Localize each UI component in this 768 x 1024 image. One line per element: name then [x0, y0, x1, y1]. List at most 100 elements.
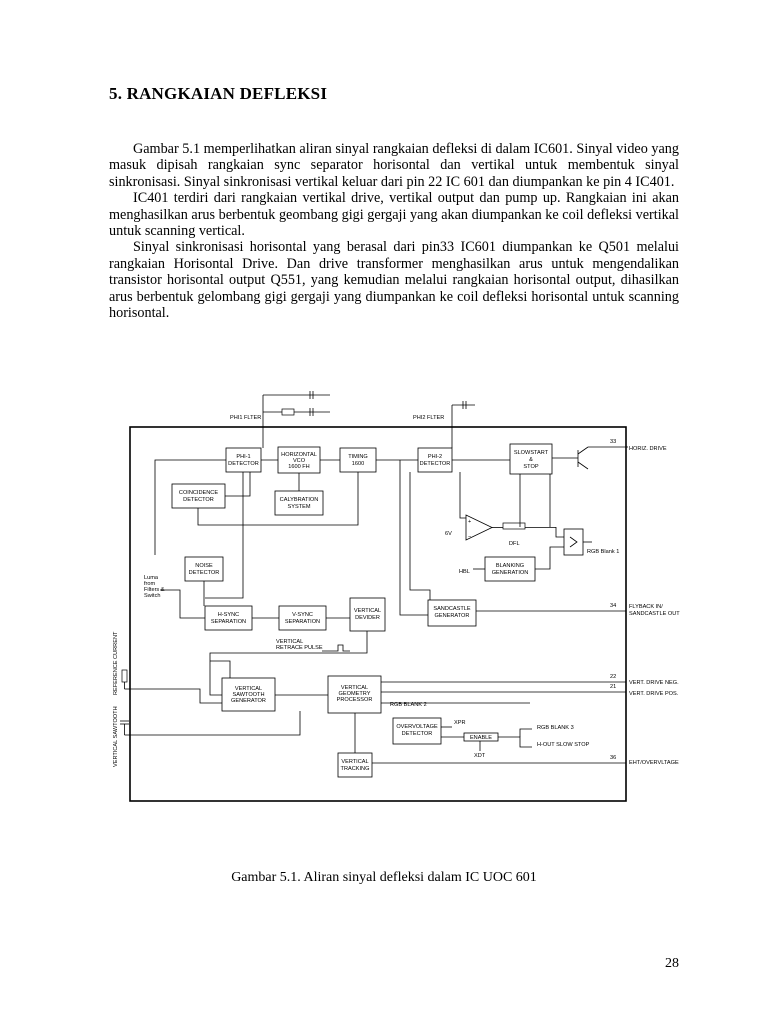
- svg-text:+: +: [468, 519, 471, 525]
- diagram-svg: PHI1 FLTER PHI2 FLTER PHI-1 DETECTOR HOR…: [113, 391, 680, 802]
- svg-text:VERTICAL: VERTICAL: [354, 608, 381, 614]
- figure-caption: Gambar 5.1. Aliran sinyal defleksi dalam…: [231, 870, 537, 885]
- phi1-detector-block: PHI-1 DETECTOR: [225, 447, 262, 473]
- svg-text:COINCIDENCE: COINCIDENCE: [179, 490, 218, 496]
- svg-text:SAWTOOTH: SAWTOOTH: [232, 692, 264, 698]
- svg-text:CALYBRATION: CALYBRATION: [280, 497, 319, 503]
- svg-text:GENERATOR: GENERATOR: [231, 698, 266, 704]
- comparator-symbol: + −: [465, 514, 556, 541]
- svg-text:ENABLE: ENABLE: [470, 735, 492, 741]
- vert-drive-pos-output: VERT. DRIVE POS.: [629, 691, 679, 697]
- pin-34-label: 34: [610, 603, 616, 609]
- svg-text:1600 FH: 1600 FH: [288, 464, 309, 470]
- signal-lines: [130, 427, 592, 753]
- svg-text:−: −: [468, 534, 471, 540]
- xdt-label: XDT: [474, 753, 486, 759]
- svg-text:GENERATOR: GENERATOR: [435, 613, 470, 619]
- svg-text:RETRACE PULSE: RETRACE PULSE: [276, 645, 323, 651]
- reference-current-label: REFERENCE CURRENT: [113, 631, 119, 695]
- rgb-blank2-label: RGB BLANK 2: [390, 702, 427, 708]
- rgb-blank1-label: RGB Blank 1: [587, 549, 619, 555]
- horiz-drive-output: HORIZ. DRIVE: [629, 446, 667, 452]
- svg-text:DETECTOR: DETECTOR: [189, 570, 220, 576]
- paragraph-3: Sinyal sinkronisasi horisontal yang bera…: [109, 239, 679, 322]
- luma-input-label: Luma from Filters & Switch: [144, 575, 165, 599]
- vertical-sawtooth-generator-block: VERTICAL SAWTOOTH GENERATOR: [221, 677, 276, 712]
- or-gate-symbol: [563, 528, 584, 556]
- rgb-blank3-label: RGB BLANK 3: [537, 725, 574, 731]
- svg-text:DEVIDER: DEVIDER: [355, 615, 380, 621]
- phi2-filter-label: PHI2 FLTER: [413, 415, 444, 421]
- svg-text:Switch: Switch: [144, 593, 160, 599]
- xpr-label: XPR: [454, 720, 466, 726]
- eht-overvoltage-output: EHT/OVERVLTAGE: [629, 760, 679, 766]
- svg-text:VERTICAL: VERTICAL: [235, 686, 262, 692]
- svg-text:H-SYNC: H-SYNC: [218, 612, 239, 618]
- sandcastle-generator-block: SANDCASTLE GENERATOR: [427, 599, 477, 627]
- svg-text:SLOWSTART: SLOWSTART: [514, 450, 549, 456]
- vert-drive-neg-output: VERT. DRIVE NEG.: [629, 680, 679, 686]
- svg-text:VCO: VCO: [293, 458, 306, 464]
- vertical-retrace-label: VERTICAL RETRACE PULSE: [276, 639, 350, 652]
- page-number: 28: [665, 956, 679, 971]
- phi2-detector-block: PHI-2 DETECTOR: [417, 447, 453, 473]
- body-text: Gambar 5.1 memperlihatkan aliran sinyal …: [109, 141, 679, 321]
- vertical-divider-block: VERTICAL DEVIDER: [349, 597, 386, 632]
- svg-text:DETECTOR: DETECTOR: [228, 461, 259, 467]
- svg-text:VERTICAL: VERTICAL: [276, 639, 303, 645]
- dfl-label: DFL: [509, 541, 520, 547]
- svg-text:from: from: [144, 581, 156, 587]
- deflection-block-diagram: PHI1 FLTER PHI2 FLTER PHI-1 DETECTOR HOR…: [100, 385, 690, 815]
- ic-outline: [129, 426, 627, 802]
- svg-text:PROCESSOR: PROCESSOR: [337, 697, 373, 703]
- slowstart-stop-block: SLOWSTART & STOP: [509, 443, 553, 475]
- phi2-filter-network: [451, 401, 475, 427]
- horizontal-transistor-symbol: [552, 446, 626, 470]
- vertical-geometry-processor-block: VERTICAL GEOMETRY PROCESSOR: [327, 675, 382, 714]
- svg-text:BLANKING: BLANKING: [496, 563, 524, 569]
- svg-text:VERTICAL: VERTICAL: [341, 685, 368, 691]
- blanking-generation-block: BLANKING GENERATION: [484, 556, 536, 582]
- svg-text:&: &: [529, 457, 533, 463]
- svg-text:OVERVOLTAGE: OVERVOLTAGE: [396, 724, 438, 730]
- vertical-tracking-block: VERTICAL TRACKING: [337, 752, 373, 778]
- svg-text:NOISE: NOISE: [195, 563, 213, 569]
- svg-text:TRACKING: TRACKING: [341, 766, 370, 772]
- svg-text:SEPARATION: SEPARATION: [285, 619, 320, 625]
- svg-text:Filters &: Filters &: [144, 587, 165, 593]
- vsync-separation-block: V-SYNC SEPARATION: [278, 605, 327, 631]
- svg-text:HORIZONTAL: HORIZONTAL: [281, 452, 317, 458]
- pin-21-label: 21: [610, 684, 616, 690]
- svg-text:VERTICAL: VERTICAL: [341, 759, 368, 765]
- noise-detector-block: NOISE DETECTOR: [184, 556, 224, 582]
- svg-text:TIMING: TIMING: [348, 454, 368, 460]
- svg-text:PHI-2: PHI-2: [428, 454, 442, 460]
- pin-33-label: 33: [610, 439, 616, 445]
- svg-text:1600: 1600: [352, 461, 364, 467]
- svg-text:SANDCASTLE OUT: SANDCASTLE OUT: [629, 611, 680, 617]
- svg-text:SYSTEM: SYSTEM: [287, 504, 310, 510]
- flyback-output: FLYBACK IN/ SANDCASTLE OUT: [629, 604, 680, 617]
- svg-text:DETECTOR: DETECTOR: [402, 731, 433, 737]
- svg-text:SEPARATION: SEPARATION: [211, 619, 246, 625]
- svg-text:DETECTOR: DETECTOR: [420, 461, 451, 467]
- paragraph-1: Gambar 5.1 memperlihatkan aliran sinyal …: [109, 141, 679, 190]
- timing-block: TIMING 1600: [339, 447, 377, 473]
- hout-slow-stop-label: H-OUT SLOW STOP: [537, 742, 590, 748]
- phi1-filter-network: [262, 391, 330, 427]
- svg-text:Luma: Luma: [144, 575, 159, 581]
- pin-22-label: 22: [610, 674, 616, 680]
- coincidence-detector-block: COINCIDENCE DETECTOR: [171, 483, 226, 509]
- svg-text:V-SYNC: V-SYNC: [292, 612, 313, 618]
- section-heading: 5. RANGKAIAN DEFLEKSI: [109, 84, 328, 103]
- paragraph-2: IC401 terdiri dari rangkaian vertikal dr…: [109, 190, 679, 240]
- svg-text:PHI-1: PHI-1: [236, 454, 250, 460]
- phi1-filter-label: PHI1 FLTER: [230, 415, 261, 421]
- svg-text:GENERATION: GENERATION: [492, 570, 529, 576]
- svg-text:SANDCASTLE: SANDCASTLE: [433, 606, 471, 612]
- calibration-system-block: CALYBRATION SYSTEM: [274, 490, 324, 516]
- vertical-sawtooth-label: VERTICAL SAWTOOTH: [113, 706, 119, 767]
- horizontal-vco-block: HORIZONTAL VCO 1600 FH: [277, 446, 321, 474]
- pin-36-label: 36: [610, 755, 616, 761]
- hbl-label: HBL: [459, 569, 470, 575]
